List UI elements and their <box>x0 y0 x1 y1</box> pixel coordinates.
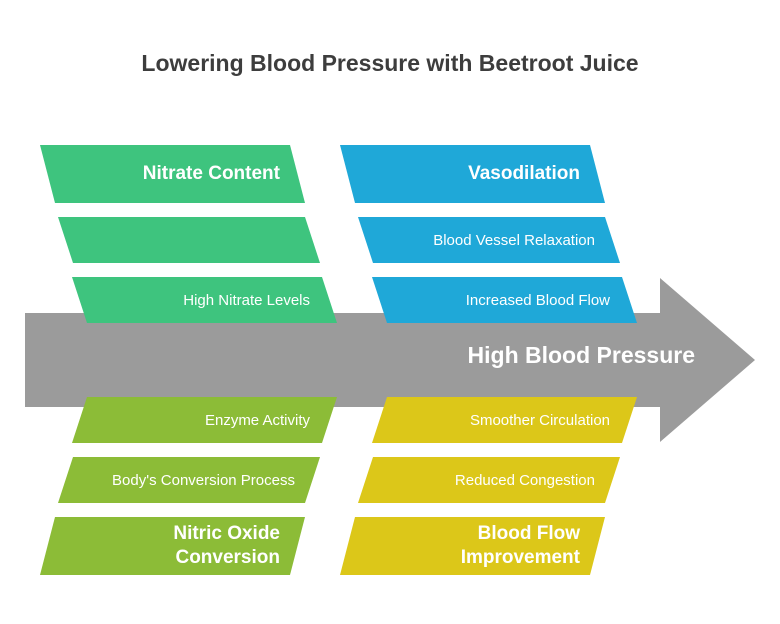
nitrate-item-box-2 <box>72 277 337 323</box>
nitrate-header-label: Nitrate Content <box>142 163 280 184</box>
nitric-oxide-header-label: Nitric Oxide Conversion <box>173 523 280 568</box>
nitrate-item-2: High Nitrate Levels <box>183 291 310 309</box>
vasodilation-header-label: Vasodilation <box>468 163 580 184</box>
blood-flow-header-label: Blood Flow Improvement <box>460 523 580 568</box>
vasodilation-header-box <box>340 145 605 203</box>
vasodilation-item-1: Blood Vessel Relaxation <box>433 231 595 249</box>
blood-flow-item-1: Smoother Circulation <box>469 411 610 429</box>
vasodilation-item-box-2 <box>372 277 637 323</box>
nitric-oxide-item-2: Body's Conversion Process <box>112 471 295 489</box>
spine-label: High Blood Pressure <box>467 342 695 368</box>
nitric-oxide-item-box-1 <box>72 397 337 443</box>
nitric-oxide-item-box-2 <box>58 457 320 503</box>
nitrate-item-1 <box>80 217 295 263</box>
blood-flow-item-box-1 <box>372 397 637 443</box>
nitrate-header-box <box>40 145 305 203</box>
blood-flow-header-box <box>340 517 605 575</box>
blood-flow-item-box-2 <box>358 457 620 503</box>
diagram-title: Lowering Blood Pressure with Beetroot Ju… <box>141 50 639 76</box>
nitric-oxide-item-1: Enzyme Activity <box>204 411 310 429</box>
vasodilation-item-box-1 <box>358 217 620 263</box>
nitric-oxide-header-box <box>40 517 305 575</box>
nitrate-item-box-1 <box>58 217 320 263</box>
vasodilation-item-2: Increased Blood Flow <box>465 291 610 309</box>
blood-flow-item-2: Reduced Congestion <box>454 471 595 489</box>
